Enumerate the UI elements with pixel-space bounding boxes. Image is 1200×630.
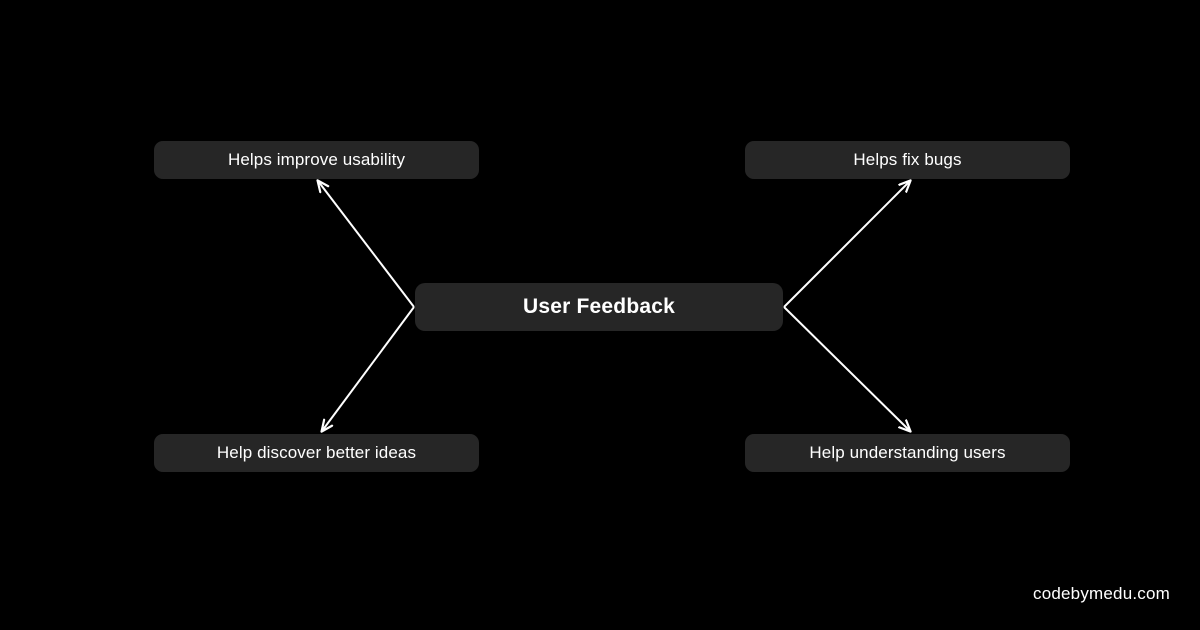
edge-center-to-bottom-right <box>783 306 910 431</box>
node-helps-improve-usability[interactable]: Helps improve usability <box>154 141 479 179</box>
center-node-label: User Feedback <box>522 295 675 318</box>
watermark-text: codebymedu.com <box>1033 584 1170 603</box>
node-help-discover-better-ideas[interactable]: Help discover better ideas <box>154 434 479 472</box>
node-help-understanding-users[interactable]: Help understanding users <box>745 434 1070 472</box>
edge-center-to-top-left <box>318 181 415 308</box>
node-label: Help discover better ideas <box>216 443 417 462</box>
node-user-feedback-center[interactable]: User Feedback <box>415 283 783 331</box>
node-label: Helps improve usability <box>227 150 406 169</box>
node-label: Helps fix bugs <box>853 150 962 169</box>
edge-center-to-bottom-left <box>322 306 415 431</box>
edge-center-to-top-right <box>783 181 910 308</box>
node-helps-fix-bugs[interactable]: Helps fix bugs <box>745 141 1070 179</box>
node-label: Help understanding users <box>809 443 1006 462</box>
